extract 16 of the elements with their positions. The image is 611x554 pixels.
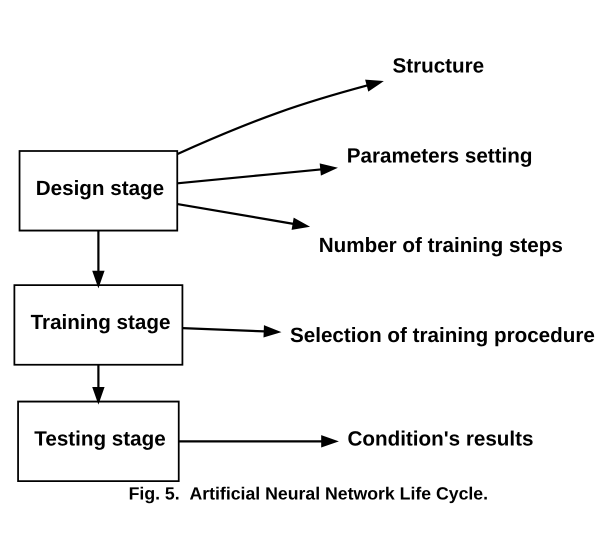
node-text: Number of training steps <box>318 234 563 258</box>
arrow <box>182 325 282 338</box>
arrow <box>92 364 105 405</box>
arrow <box>179 435 339 448</box>
arrow <box>177 202 310 230</box>
arrow <box>92 231 105 288</box>
caption: Fig. 5. Artificial Neural Network Life Cycle. <box>128 484 488 504</box>
node-box: Testing stage <box>17 400 180 482</box>
arrow <box>177 163 338 184</box>
node-text: Structure <box>392 54 484 78</box>
node-text: Selection of training procedure <box>290 324 595 348</box>
node-box: Design stage <box>18 150 178 232</box>
node-text: Condition's results <box>348 427 534 450</box>
node-box: Training stage <box>14 284 184 366</box>
arrow <box>177 80 384 155</box>
node-text: Parameters setting <box>346 144 532 168</box>
